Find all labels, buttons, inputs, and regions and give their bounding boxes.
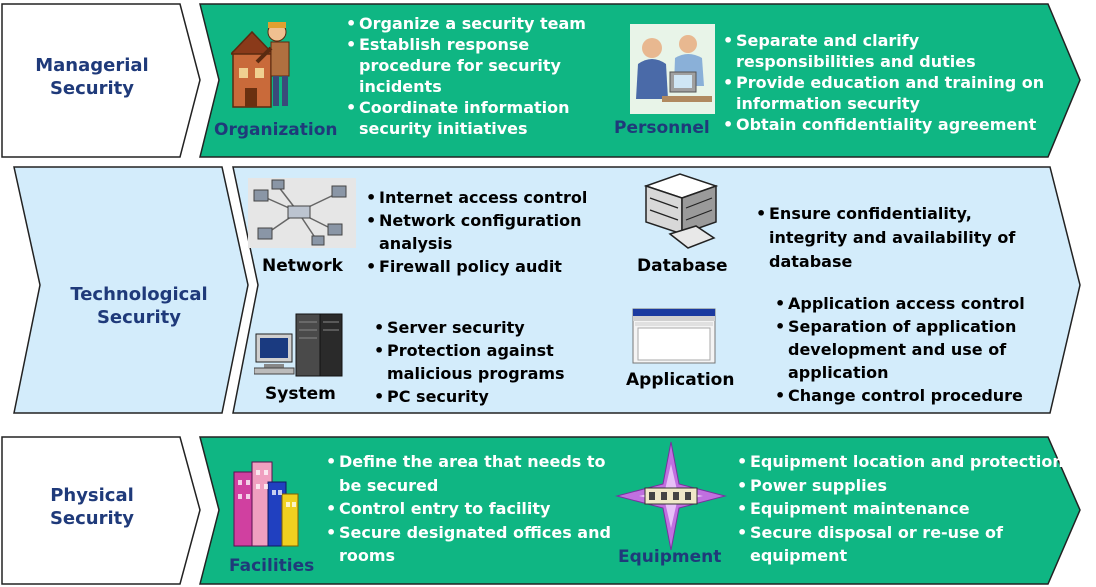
organization-label: Organization	[214, 120, 338, 140]
database-label: Database	[637, 256, 728, 276]
equipment-star-icon	[615, 441, 727, 551]
equipment-label: Equipment	[618, 547, 722, 567]
application-bullets: Application access control Separation of…	[775, 292, 1060, 407]
list-item: Provide education and training on inform…	[723, 72, 1063, 114]
application-label: Application	[626, 370, 735, 390]
server-computer-icon	[254, 313, 343, 377]
network-diagram-icon	[248, 178, 356, 248]
system-bullets: Server security Protection against malic…	[374, 316, 624, 408]
list-item: Secure disposal or re-use of equipment	[737, 521, 1093, 568]
list-item: Define the area that needs to be secured	[326, 450, 616, 497]
application-window-icon	[632, 308, 716, 364]
list-item: Control entry to facility	[326, 497, 616, 521]
personnel-label: Personnel	[614, 118, 710, 138]
physical-title-box	[1, 436, 201, 585]
list-item: Application access control	[775, 292, 1060, 315]
list-item: Equipment location and protection	[737, 450, 1093, 474]
personnel-bullets: Separate and clarify responsibilities an…	[723, 30, 1063, 135]
list-item: Internet access control	[366, 186, 626, 209]
technological-title-box	[13, 166, 249, 414]
database-bullets: Ensure confidentiality, integrity and av…	[756, 202, 1046, 274]
list-item: PC security	[374, 385, 624, 408]
organization-bullets: Organize a security team Establish respo…	[346, 13, 611, 139]
technological-security-title: Technological Security	[70, 284, 208, 329]
list-item: Organize a security team	[346, 13, 611, 34]
list-item: Change control procedure	[775, 384, 1060, 407]
facilities-bullets: Define the area that needs to be secured…	[326, 450, 616, 568]
facilities-label: Facilities	[229, 556, 315, 576]
managerial-security-title: Managerial Security	[35, 55, 149, 100]
buildings-icon	[233, 461, 299, 547]
list-item: Secure designated offices and rooms	[326, 521, 616, 568]
network-label: Network	[262, 256, 343, 276]
list-item: Coordinate information security initiati…	[346, 97, 611, 139]
list-item: Separation of application development an…	[775, 315, 1060, 384]
list-item: Ensure confidentiality, integrity and av…	[756, 202, 1046, 274]
managerial-title-box	[1, 3, 201, 158]
list-item: Establish response procedure for securit…	[346, 34, 611, 97]
list-item: Firewall policy audit	[366, 255, 626, 278]
list-item: Protection against malicious programs	[374, 339, 624, 385]
personnel-meeting-icon	[630, 24, 715, 114]
database-cabinet-icon	[643, 173, 719, 249]
list-item: Power supplies	[737, 474, 1093, 498]
physical-security-title: Physical Security	[49, 485, 135, 530]
list-item: Server security	[374, 316, 624, 339]
list-item: Obtain confidentiality agreement	[723, 114, 1063, 135]
system-label: System	[265, 384, 336, 404]
network-bullets: Internet access control Network configur…	[366, 186, 626, 278]
list-item: Equipment maintenance	[737, 497, 1093, 521]
equipment-bullets: Equipment location and protection Power …	[737, 450, 1093, 568]
organization-worker-icon	[231, 22, 290, 108]
list-item: Network configuration analysis	[366, 209, 626, 255]
list-item: Separate and clarify responsibilities an…	[723, 30, 1063, 72]
